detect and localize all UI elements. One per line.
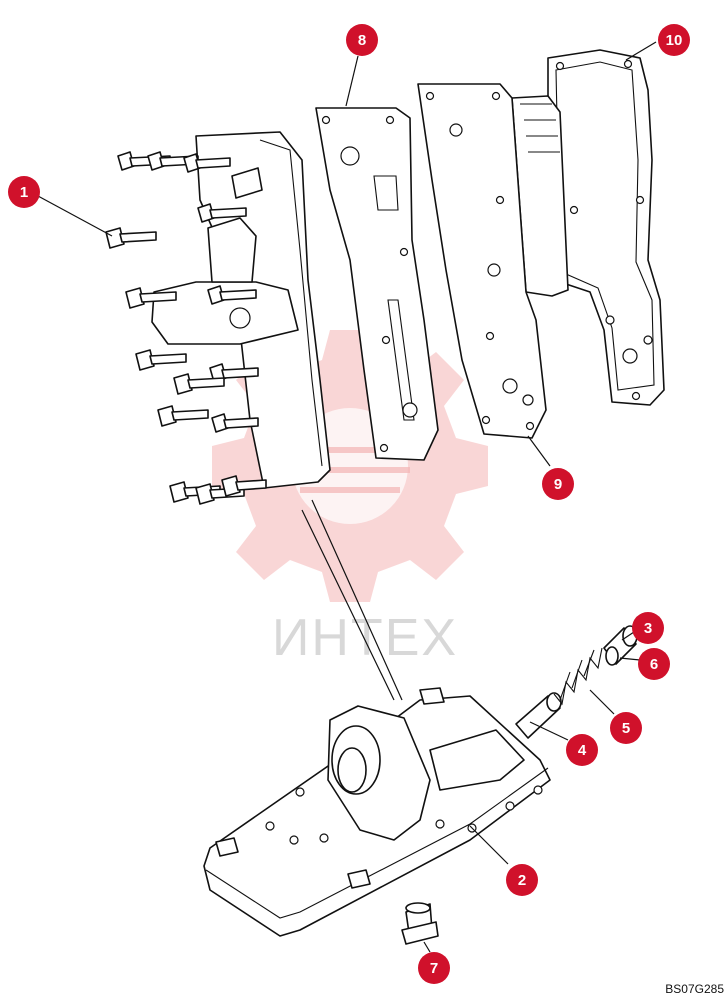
leader-line-6: [619, 657, 641, 661]
leader-line-2: [469, 825, 509, 865]
valve-plunger-part-4: [515, 692, 562, 739]
leader-line-8: [345, 55, 359, 107]
callout-5: 5: [610, 712, 642, 744]
o-ring-part-6: [605, 646, 619, 666]
leader-line-1: [37, 195, 113, 237]
drawing-code: BS07G285: [665, 982, 724, 996]
gasket-part-8: [315, 107, 439, 461]
assembly-line-a: [311, 499, 403, 701]
callout-6: 6: [638, 648, 670, 680]
filter-head-part-2: [203, 687, 551, 937]
callout-9-label: 9: [554, 476, 562, 493]
bolts-part-1: [105, 151, 267, 505]
callout-4-label: 4: [578, 742, 587, 759]
cooler-cover-housing: [151, 131, 331, 489]
leader-line-5: [589, 689, 615, 715]
callout-3-label: 3: [644, 620, 652, 637]
callout-7-label: 7: [430, 960, 438, 977]
callout-1: 1: [8, 176, 40, 208]
fitting-part-7: [401, 902, 439, 945]
callout-2-label: 2: [518, 872, 526, 889]
callout-3: 3: [632, 612, 664, 644]
callout-10: 10: [658, 24, 690, 56]
leader-line-4: [529, 721, 569, 741]
spring-part-5: [553, 647, 603, 706]
callout-5-label: 5: [622, 720, 630, 737]
callout-8-label: 8: [358, 32, 366, 49]
callout-10-label: 10: [666, 32, 683, 49]
callout-1-label: 1: [20, 184, 28, 201]
callout-8: 8: [346, 24, 378, 56]
oil-cooler-core-part-9: [417, 83, 569, 439]
callout-6-label: 6: [650, 656, 658, 673]
leader-line-9: [527, 435, 551, 467]
assembly-line-b: [301, 509, 395, 701]
callout-7: 7: [418, 952, 450, 984]
callout-9: 9: [542, 468, 574, 500]
leader-line-10: [625, 41, 657, 61]
leader-line-3: [621, 631, 635, 641]
callout-4: 4: [566, 734, 598, 766]
callout-2: 2: [506, 864, 538, 896]
leader-line-7: [423, 941, 431, 953]
